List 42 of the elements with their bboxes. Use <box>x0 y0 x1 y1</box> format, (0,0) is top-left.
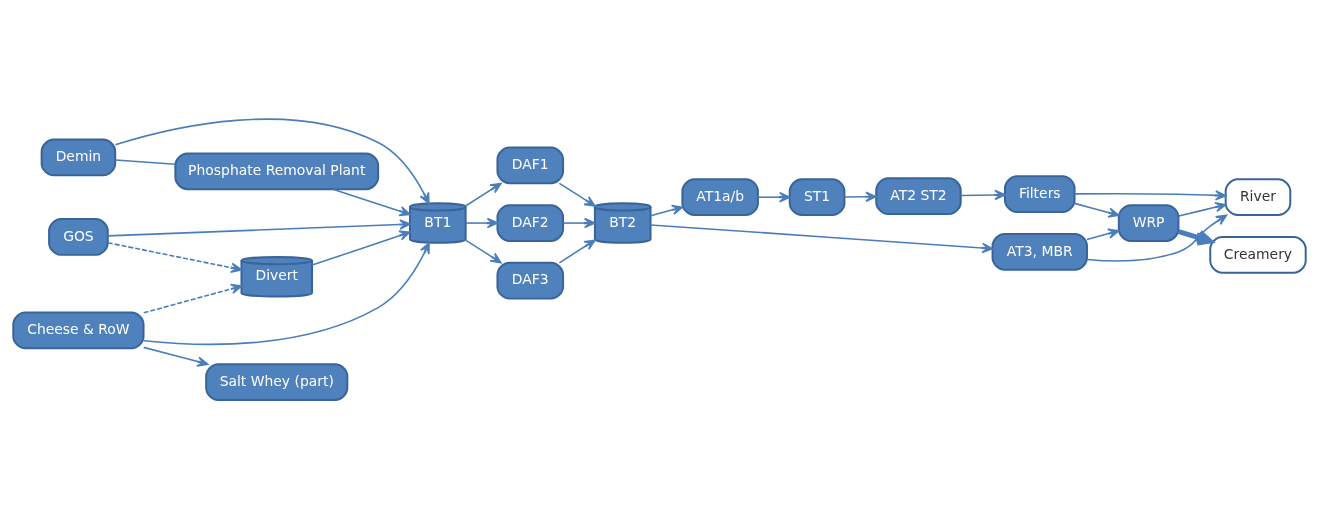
arrow <box>1073 190 1227 201</box>
arrow <box>1177 229 1214 246</box>
node-box: Demin <box>40 138 117 177</box>
arrow <box>107 241 242 273</box>
node-box: GOS <box>48 218 109 256</box>
arrow <box>562 217 596 229</box>
node-box: River <box>1224 178 1292 217</box>
arrow <box>311 230 411 266</box>
arrow <box>142 283 243 314</box>
node-box: AT1a/b <box>681 178 759 217</box>
arrow <box>650 204 684 217</box>
arrow <box>465 239 502 264</box>
arrow <box>465 217 499 229</box>
arrow <box>1073 202 1120 218</box>
arrow <box>558 182 596 207</box>
node-box: ST1 <box>788 178 846 217</box>
node-box: AT3, MBR <box>991 233 1088 271</box>
arrow <box>1086 228 1120 241</box>
arrow <box>1177 201 1227 217</box>
arrow <box>142 242 430 346</box>
arrow <box>558 239 596 264</box>
node-box: DAF3 <box>496 261 565 300</box>
arrow <box>465 182 502 207</box>
arrow <box>649 224 994 254</box>
arrow <box>1086 214 1228 262</box>
arrow <box>106 219 411 237</box>
arrow <box>332 188 411 217</box>
arrow <box>757 191 791 203</box>
node-box: DAF2 <box>496 204 565 242</box>
node-box: Cheese & RoW <box>12 311 145 350</box>
arrow <box>960 189 1006 201</box>
node-box: DAF1 <box>496 146 565 185</box>
node-box: Creamery <box>1209 236 1307 274</box>
node-box: Salt Whey (part) <box>205 363 349 401</box>
node-box: Phosphate Removal Plant <box>174 152 380 191</box>
node-box: AT2 ST2 <box>875 177 962 216</box>
connector <box>114 159 176 166</box>
arrow <box>843 191 877 202</box>
arrow <box>142 346 209 367</box>
node-box: Filters <box>1003 175 1076 214</box>
node-box: WRP <box>1117 204 1180 242</box>
arrow <box>114 118 430 205</box>
